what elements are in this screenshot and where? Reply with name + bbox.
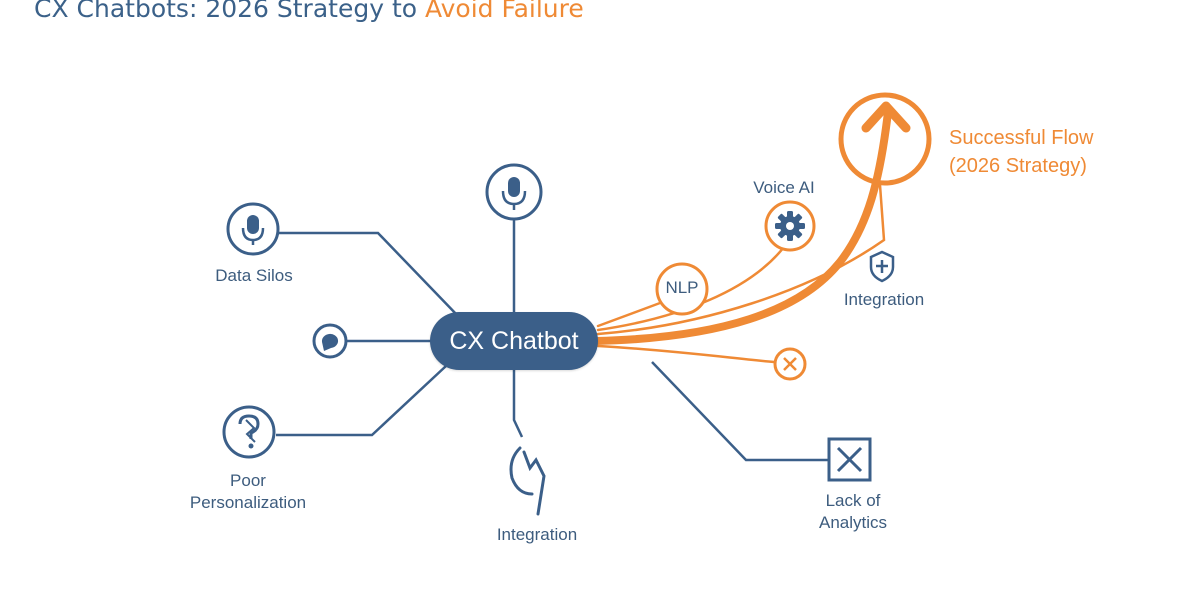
connector-x	[596, 344, 776, 364]
up-arrow-circle-icon	[838, 92, 932, 186]
page-title: CX Chatbots: 2026 Strategy to Avoid Fail…	[34, 0, 584, 23]
personalization-label-line2: Personalization	[189, 493, 307, 512]
success-connectors	[592, 108, 892, 364]
microphone-icon	[226, 202, 280, 256]
voice-ai-label: Voice AI	[753, 178, 815, 197]
nlp-node	[655, 262, 709, 316]
successful-flow-line1: Successful Flow	[949, 127, 1094, 149]
lack-of-analytics-line1: Lack of	[825, 491, 881, 510]
integration-label-bottom: Integration	[496, 525, 578, 544]
shield-plus-icon	[869, 250, 895, 283]
microphone-icon	[485, 163, 543, 221]
successful-flow-path	[592, 108, 892, 345]
personalization-label: Poor Personalization	[190, 470, 306, 514]
lack-of-analytics-line2: Analytics	[818, 513, 888, 532]
data-silos-label: Data Silos	[215, 266, 293, 285]
x-circle-icon	[773, 347, 807, 381]
connector-voice-ai	[596, 245, 786, 332]
title-main: CX Chatbots: 2026 Strategy to	[34, 0, 425, 23]
connector-personalization	[276, 365, 447, 437]
connector-integration-right	[596, 183, 886, 336]
integration-label-right: Integration	[843, 290, 925, 309]
center-node-label: CX Chatbot	[449, 326, 579, 355]
lack-of-analytics-label: Lack of Analytics	[819, 490, 887, 534]
connector-integration	[512, 370, 524, 438]
connector-analytics	[651, 361, 828, 462]
broken-link-icon	[509, 446, 546, 516]
gear-icon	[764, 200, 816, 252]
center-node-cx-chatbot: CX Chatbot	[430, 312, 598, 370]
chat-bubble-icon	[312, 323, 348, 359]
x-box-icon	[827, 437, 872, 482]
nlp-label: NLP	[665, 278, 699, 297]
title-accent: Avoid Failure	[425, 0, 584, 23]
personalization-label-line1: Poor	[230, 471, 266, 490]
successful-flow-label: Successful Flow (2026 Strategy)	[949, 124, 1094, 180]
connector-nlp	[596, 301, 662, 328]
failure-connectors	[276, 216, 828, 462]
broken-head-icon	[222, 405, 276, 459]
successful-flow-line2: (2026 Strategy)	[949, 155, 1087, 177]
connector-data-silos	[278, 231, 459, 317]
